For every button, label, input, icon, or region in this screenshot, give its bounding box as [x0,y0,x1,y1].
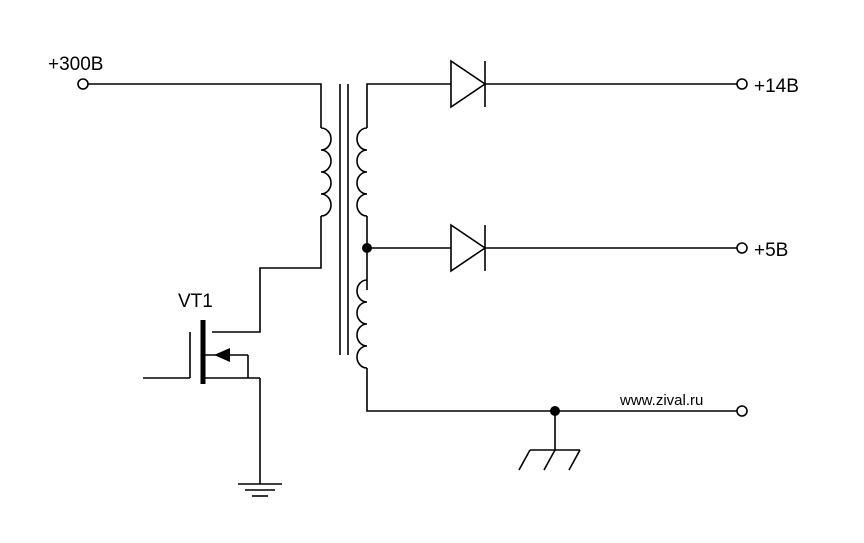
input-voltage-label: +300В [48,54,103,75]
primary-winding [320,127,332,217]
secondary-winding-lower [356,279,368,369]
output-14v-label: +14В [754,76,799,97]
transistor-label: VT1 [178,291,213,312]
chassis-ground-symbol [518,411,581,471]
secondary-top-wire [366,83,451,128]
ground-rail-wire [366,368,737,412]
primary-to-drain-wire [212,216,322,333]
input-wire [88,83,322,128]
signal-ground-symbol [238,483,282,497]
secondary-winding-upper [356,127,368,217]
output-5v-label: +5В [754,240,788,261]
diode-14v [450,59,487,109]
transformer-core [339,84,349,355]
diode-5v [450,223,487,273]
mosfet-vt1 [143,320,260,384]
output-14v-terminal [736,78,748,90]
output-5v-terminal [736,242,748,254]
ground-output-terminal [736,405,748,417]
website-label: www.zival.ru [619,392,703,409]
input-terminal [77,78,89,90]
